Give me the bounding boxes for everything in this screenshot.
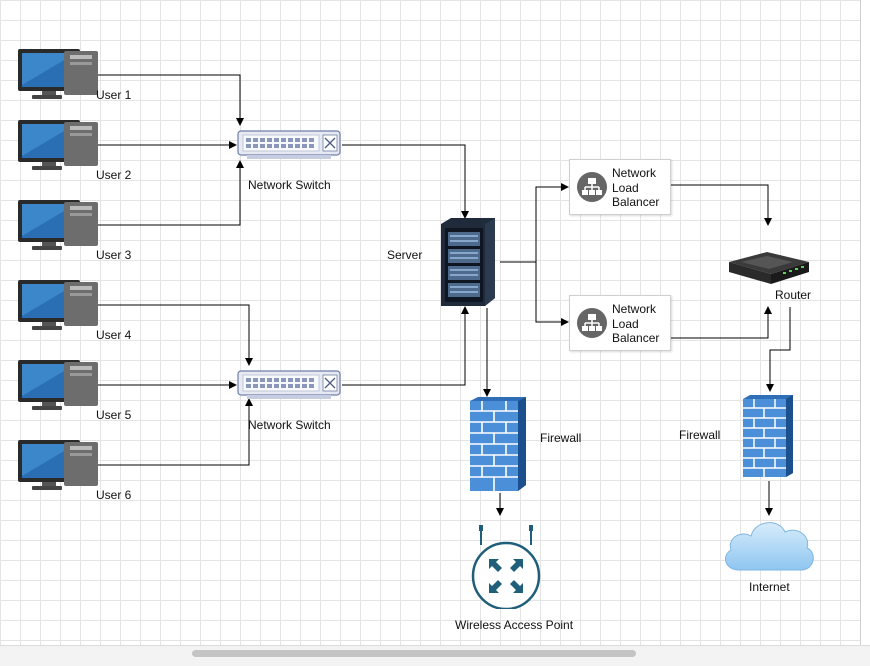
firewall-1-label: Firewall xyxy=(540,431,582,445)
load-balancer-icon xyxy=(577,172,607,202)
user-6-label: User 6 xyxy=(96,488,132,502)
wireless-access-point-label: Wireless Access Point xyxy=(455,618,574,632)
network-switch-icon[interactable] xyxy=(237,370,341,400)
load-balancer-icon xyxy=(577,308,607,338)
edge-user3-switch1 xyxy=(98,160,244,226)
edge-user6-switch2 xyxy=(98,398,253,466)
pc-icon[interactable] xyxy=(18,358,100,412)
lb-2-line2: Load xyxy=(612,316,639,331)
switch-1-label: Network Switch xyxy=(248,178,331,192)
edge-switch1-server xyxy=(342,144,469,219)
router-icon[interactable] xyxy=(727,248,811,288)
user-3-label: User 3 xyxy=(96,248,132,262)
edge-switch2-server xyxy=(342,306,469,386)
edge-lb2-router xyxy=(670,306,772,339)
edge-server-lb1 xyxy=(500,183,569,263)
firewall-icon[interactable] xyxy=(743,395,795,479)
internet-label: Internet xyxy=(749,580,790,594)
lb-1-line3: Balancer xyxy=(612,195,660,209)
pc-icon[interactable] xyxy=(18,438,100,492)
scrollbar-thumb[interactable] xyxy=(192,650,636,657)
switch-2-label: Network Switch xyxy=(248,418,331,432)
load-balancer-1[interactable]: Network Load Balancer xyxy=(569,159,671,215)
diagram-canvas[interactable]: User 1 User 2 User 3 User 4 User 5 User … xyxy=(0,0,861,645)
cloud-icon[interactable] xyxy=(721,514,817,576)
firewall-2-label: Firewall xyxy=(679,428,721,442)
horizontal-scrollbar[interactable] xyxy=(0,645,870,666)
user-1-label: User 1 xyxy=(96,88,132,102)
user-4-label: User 4 xyxy=(96,328,132,342)
edge-user1-switch1 xyxy=(98,74,244,126)
pc-icon[interactable] xyxy=(18,47,100,101)
edge-server-lb2 xyxy=(500,261,569,326)
user-5-label: User 5 xyxy=(96,408,132,422)
firewall-icon[interactable] xyxy=(470,397,528,493)
connectors xyxy=(98,74,791,516)
edge-lb1-router xyxy=(670,184,772,226)
lb-1-line2: Load xyxy=(612,180,639,195)
pc-icon[interactable] xyxy=(18,118,100,172)
network-switch-icon[interactable] xyxy=(237,130,341,160)
wireless-access-point-icon[interactable] xyxy=(469,523,543,609)
pc-icon[interactable] xyxy=(18,278,100,332)
load-balancer-2[interactable]: Network Load Balancer xyxy=(569,295,671,351)
user-2-label: User 2 xyxy=(96,168,132,182)
lb-2-line3: Balancer xyxy=(612,331,660,345)
edge-router-firewall2 xyxy=(766,307,791,392)
edge-user4-switch2 xyxy=(98,304,253,366)
pc-icon[interactable] xyxy=(18,198,100,252)
server-label: Server xyxy=(387,248,423,262)
server-rack-icon[interactable] xyxy=(437,216,499,308)
lb-2-line1: Network xyxy=(612,302,657,316)
lb-1-line1: Network xyxy=(612,166,657,180)
router-label: Router xyxy=(775,288,812,302)
